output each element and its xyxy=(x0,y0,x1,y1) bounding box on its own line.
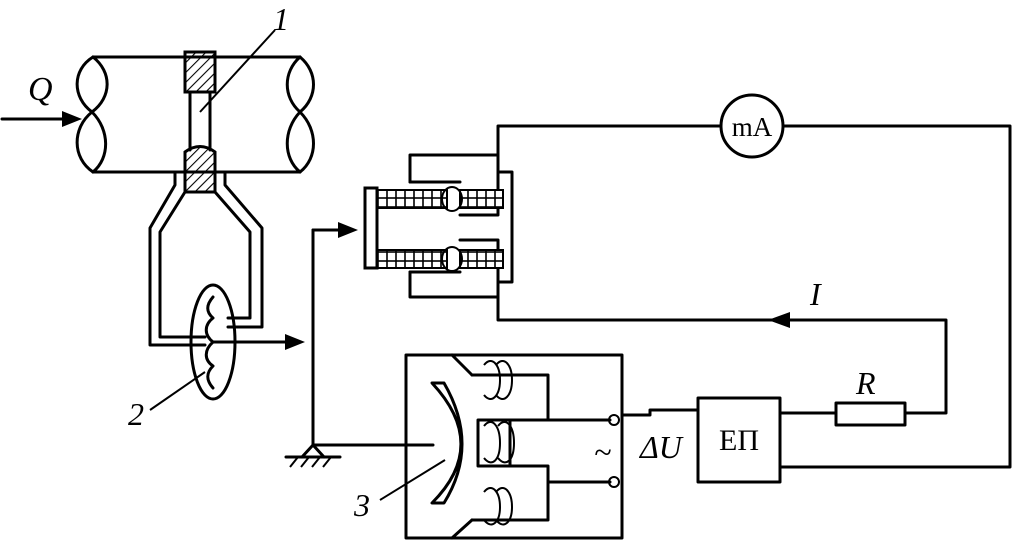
electromagnet xyxy=(363,153,514,299)
part-2-label: 2 xyxy=(128,396,144,432)
flow-arrow xyxy=(0,111,82,127)
amplifier-box xyxy=(696,396,782,484)
meter-label: mA xyxy=(732,112,773,142)
impulse-tubes xyxy=(148,170,264,347)
current-label: I xyxy=(809,276,822,312)
differential-transformer xyxy=(404,353,624,540)
milliammeter xyxy=(719,93,785,159)
leader-3 xyxy=(379,459,446,501)
resistor-label: R xyxy=(855,365,876,401)
leader-1 xyxy=(199,29,276,113)
resistor xyxy=(834,401,907,427)
ac-tilde-label: ~ xyxy=(594,434,611,470)
orifice-plate xyxy=(183,50,217,194)
leader-2 xyxy=(149,371,206,411)
wiring xyxy=(496,124,1012,469)
amplifier-label: ЕП xyxy=(719,424,759,457)
part-1-label: 1 xyxy=(273,1,289,37)
flow-label: Q xyxy=(28,71,53,108)
ground-symbol xyxy=(284,443,342,468)
pipe xyxy=(75,55,315,174)
voltage-label: ΔU xyxy=(638,429,684,465)
lever xyxy=(211,222,435,447)
part-3-label: 3 xyxy=(353,487,370,523)
